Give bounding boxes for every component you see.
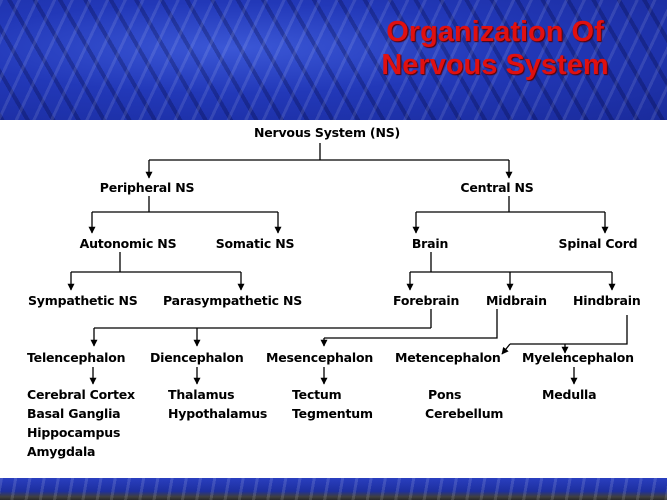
structure-pons: Pons: [428, 387, 462, 402]
structure-cerebral-cortex: Cerebral Cortex: [27, 387, 135, 402]
structure-tectum: Tectum: [292, 387, 342, 402]
connector-brain-split: [410, 252, 612, 273]
connector-pns-split: [92, 196, 278, 213]
node-somatic-ns: Somatic NS: [215, 236, 295, 251]
node-diencephalon: Diencephalon: [150, 350, 244, 365]
node-telencephalon: Telencephalon: [27, 350, 126, 365]
node-parasympathetic-ns: Parasympathetic NS: [163, 293, 303, 308]
node-myelencephalon: Myelencephalon: [522, 350, 634, 365]
connector-autonomic-split: [71, 252, 241, 273]
slide-title-line-1: Organization Of: [386, 16, 604, 48]
structure-tegmentum: Tegmentum: [292, 406, 373, 421]
structure-hippocampus: Hippocampus: [27, 425, 121, 440]
node-autonomic-ns: Autonomic NS: [79, 236, 177, 251]
node-mesencephalon: Mesencephalon: [266, 350, 374, 365]
slide-background-bottom: [0, 478, 667, 500]
connector-hindbrain: [510, 315, 628, 345]
node-metencephalon: Metencephalon: [395, 350, 501, 365]
node-hindbrain: Hindbrain: [573, 293, 641, 308]
diagram-panel: [0, 120, 667, 478]
node-midbrain: Midbrain: [486, 293, 547, 308]
connector-forebrain-split: [94, 309, 432, 329]
structure-cerebellum: Cerebellum: [425, 406, 504, 421]
node-forebrain: Forebrain: [393, 293, 460, 308]
node-sympathetic-ns: Sympathetic NS: [28, 293, 138, 308]
structure-medulla: Medulla: [542, 387, 597, 402]
node-nervous-system: Nervous System (NS): [253, 125, 401, 140]
arrow-to-metencephalon: [501, 343, 511, 355]
slide-title: Organization Of Nervous System: [330, 16, 660, 82]
slide-title-line-2: Nervous System: [381, 49, 609, 81]
connector-cns-split: [416, 196, 605, 213]
node-spinal-cord: Spinal Cord: [558, 236, 638, 251]
structure-thalamus: Thalamus: [168, 387, 235, 402]
structure-basal-ganglia: Basal Ganglia: [27, 406, 121, 421]
structure-amygdala: Amygdala: [27, 444, 96, 459]
node-peripheral-ns: Peripheral NS: [99, 180, 195, 195]
slide-background-top: [0, 0, 667, 120]
node-brain: Brain: [411, 236, 449, 251]
connector-ns-split: [149, 143, 509, 161]
node-central-ns: Central NS: [460, 180, 534, 195]
structure-hypothalamus: Hypothalamus: [168, 406, 268, 421]
connector-midbrain: [324, 309, 498, 339]
